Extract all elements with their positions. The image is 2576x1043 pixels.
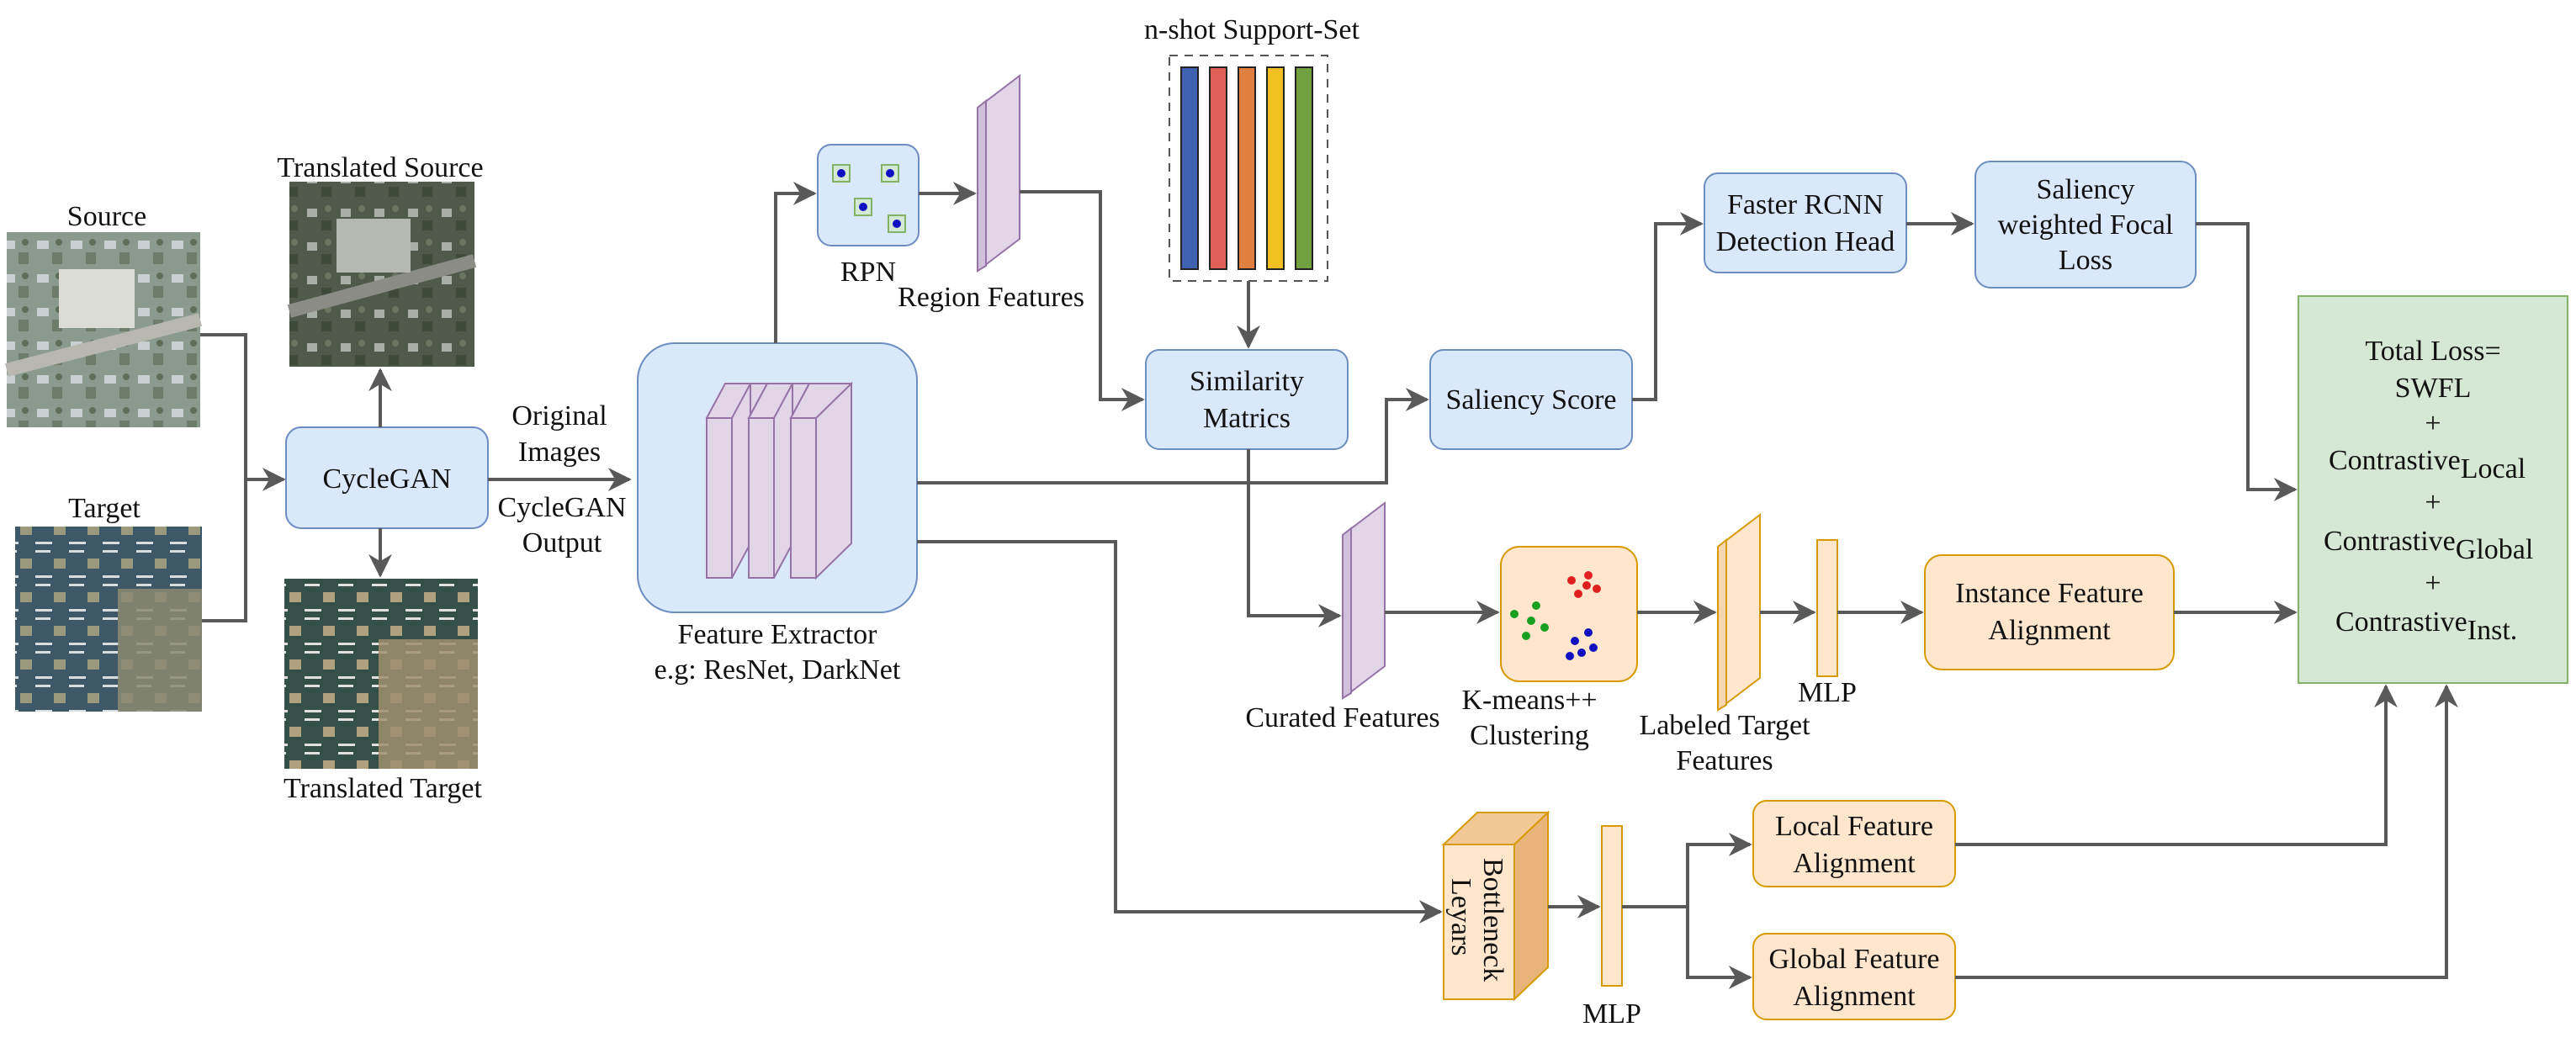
faster-rcnn-text-1: Faster RCNN <box>1727 189 1884 220</box>
extractor-to-bottleneck <box>917 540 1443 924</box>
saliency-score-text: Saliency Score <box>1446 384 1617 416</box>
saliency-score-box: Saliency Score <box>1429 349 1633 450</box>
kmeans-label-2: Clustering <box>1470 720 1589 751</box>
plus-3: + <box>2425 568 2441 599</box>
bottleneck-block: Bottleneck Leyars <box>1441 810 1550 1002</box>
support-bar-4 <box>1266 66 1285 270</box>
contrastive-global: ContrastiveGlobal <box>2324 526 2533 565</box>
similarity-text-2: Matrics <box>1203 403 1291 434</box>
similarity-to-curated <box>1247 449 1342 627</box>
support-bar-1 <box>1180 66 1199 270</box>
local-alignment-box: Local Feature Alignment <box>1752 800 1956 887</box>
source-image <box>4 232 203 427</box>
support-bar-5 <box>1295 66 1313 270</box>
plus-2: + <box>2425 487 2441 518</box>
target-connector <box>202 468 286 622</box>
similarity-box: Similarity Matrics <box>1145 349 1349 450</box>
curated-features-label: Curated Features <box>1245 702 1439 733</box>
kmeans-box <box>1500 546 1638 682</box>
swfl-text-2: weighted Focal <box>1998 209 2174 241</box>
source-label: Source <box>67 201 146 232</box>
contrastive-inst: ContrastiveInst. <box>2335 606 2517 646</box>
bottleneck-text-2: Leyars <box>1445 878 1476 956</box>
global-to-total <box>1955 684 2458 979</box>
swfl-text-1: Saliency <box>2036 174 2134 205</box>
swfl-text-3: Loss <box>2059 245 2112 276</box>
original-images-label-1: Original <box>511 400 607 431</box>
mlp-top-bar <box>1816 539 1838 677</box>
instance-alignment-box: Instance Feature Alignment <box>1924 554 2175 670</box>
saliency-to-rcnn <box>1632 212 1704 401</box>
kmeans-label-1: K-means++ <box>1461 685 1597 716</box>
mlp-bottom-label: MLP <box>1582 998 1641 1030</box>
total-loss-line2: SWFL <box>2395 373 2472 404</box>
support-bar-2 <box>1209 66 1227 270</box>
feature-extractor-label-1: Feature Extractor <box>678 619 878 650</box>
instance-alignment-text-1: Instance Feature <box>1955 578 2144 609</box>
extractor-to-saliency <box>917 388 1429 484</box>
bottleneck-text-1: Bottleneck <box>1477 858 1508 982</box>
similarity-text-1: Similarity <box>1190 366 1304 397</box>
target-label: Target <box>68 493 140 524</box>
instance-alignment-text-2: Alignment <box>1988 615 2111 646</box>
swfl-box: Saliency weighted Focal Loss <box>1974 161 2197 289</box>
feature-extractor-label-2: e.g: ResNet, DarkNet <box>655 654 901 686</box>
region-features-slab <box>977 73 1020 273</box>
target-image <box>15 527 202 712</box>
faster-rcnn-box: Faster RCNN Detection Head <box>1704 172 1907 273</box>
source-connector <box>200 333 247 479</box>
labeled-target-slab <box>1717 512 1761 712</box>
mlp-top-label: MLP <box>1798 677 1857 708</box>
support-set-label: n-shot Support-Set <box>1144 14 1360 45</box>
swfl-to-total <box>2196 222 2298 501</box>
cyclegan-output-label-2: Output <box>522 527 602 559</box>
plus-1: + <box>2425 408 2441 439</box>
total-loss-line1: Total Loss= <box>2365 336 2500 367</box>
global-alignment-box: Global Feature Alignment <box>1752 933 1956 1020</box>
faster-rcnn-text-2: Detection Head <box>1716 226 1895 257</box>
curated-features-slab <box>1342 500 1386 701</box>
rpn-label: RPN <box>840 257 896 288</box>
translated-target-label: Translated Target <box>284 773 482 804</box>
labeled-target-label-1: Labeled Target <box>1639 710 1810 741</box>
mlp-to-global <box>1686 907 1752 989</box>
labeled-target-label-2: Features <box>1676 745 1773 776</box>
support-bar-3 <box>1238 66 1256 270</box>
extractor-to-rpn <box>774 182 817 343</box>
cyclegan-output-label-1: CycleGAN <box>498 492 627 523</box>
contrastive-local: ContrastiveLocal <box>2329 445 2526 484</box>
cyclegan-box: CycleGAN <box>285 426 489 529</box>
local-alignment-text-2: Alignment <box>1793 848 1916 879</box>
mlp-bottom-bar <box>1601 825 1623 987</box>
cyclegan-text: CycleGAN <box>323 463 452 495</box>
local-to-total <box>1955 684 2398 846</box>
local-alignment-text-1: Local Feature <box>1775 811 1933 842</box>
translated-source-label: Translated Source <box>277 152 483 183</box>
feature-extractor-box <box>637 342 918 613</box>
global-alignment-text-2: Alignment <box>1793 981 1916 1012</box>
global-alignment-text-1: Global Feature <box>1769 944 1940 975</box>
region-to-similarity <box>1020 190 1145 411</box>
translated-target-image <box>284 579 478 769</box>
extractor-layers-icon <box>705 381 853 580</box>
rpn-proposals-icon <box>832 164 906 233</box>
cluster-dots-icon <box>1510 571 1601 660</box>
region-features-label: Region Features <box>898 282 1084 313</box>
translated-source-image <box>287 182 477 367</box>
support-set-box <box>1169 55 1328 282</box>
original-images-label-2: Images <box>518 437 601 468</box>
total-loss-box: Total Loss= SWFL + ContrastiveLocal + Co… <box>2298 295 2568 684</box>
rpn-box <box>817 144 920 246</box>
mlp-to-local <box>1622 833 1752 908</box>
